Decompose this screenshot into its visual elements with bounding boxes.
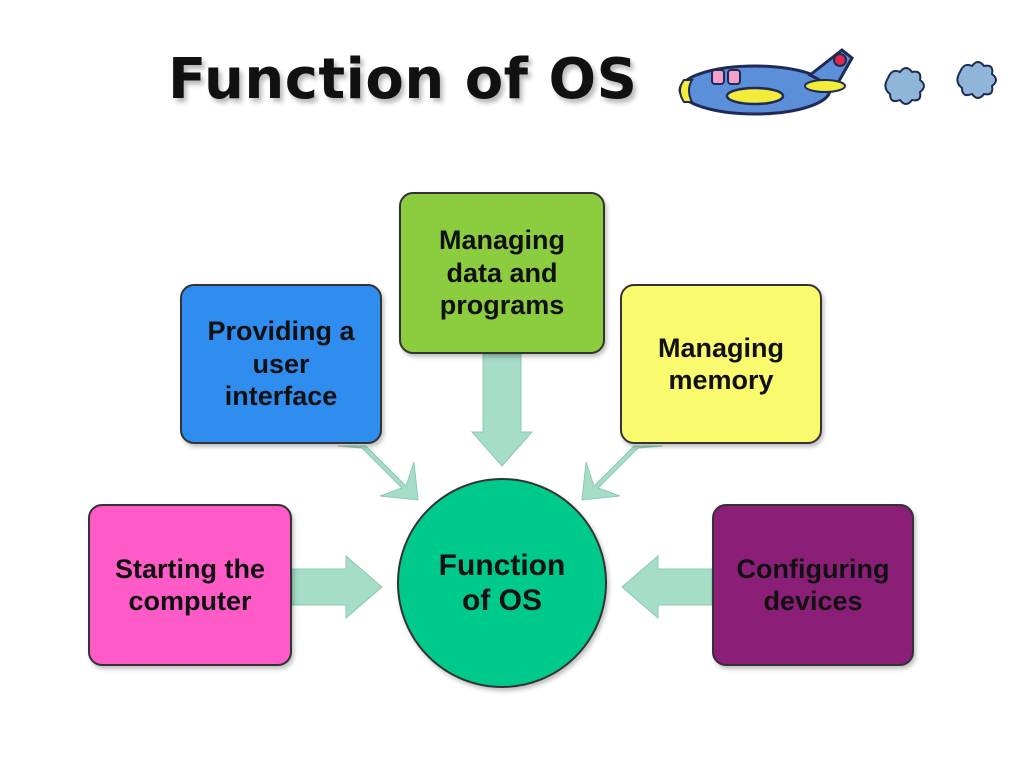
cloud-puff-icon [956,61,997,99]
node-label: Managing data and programs [439,225,565,321]
center-label: Function of OS [438,548,566,617]
cloud-puff-icon [884,67,925,105]
node-user-interface: Providing a user interface [180,284,382,444]
node-label: Starting the computer [114,553,265,616]
arrow-starting-computer [291,554,383,620]
node-label: Configuring devices [736,553,890,616]
node-label: Managing memory [658,332,784,395]
node-data-programs: Managing data and programs [399,192,605,354]
node-label: Providing a user interface [207,316,355,412]
airplane-icon [678,48,854,116]
node-memory: Managing memory [620,284,822,444]
arrow-user-interface [337,445,419,501]
node-starting-computer: Starting the computer [88,504,292,666]
center-node: Function of OS [397,478,607,688]
arrow-data-programs [470,353,534,467]
page-title: Function of OS [168,47,638,112]
arrow-memory [581,445,663,501]
arrow-configuring-devices [621,554,713,620]
airplane-decoration [678,48,997,116]
node-configuring-devices: Configuring devices [712,504,914,666]
